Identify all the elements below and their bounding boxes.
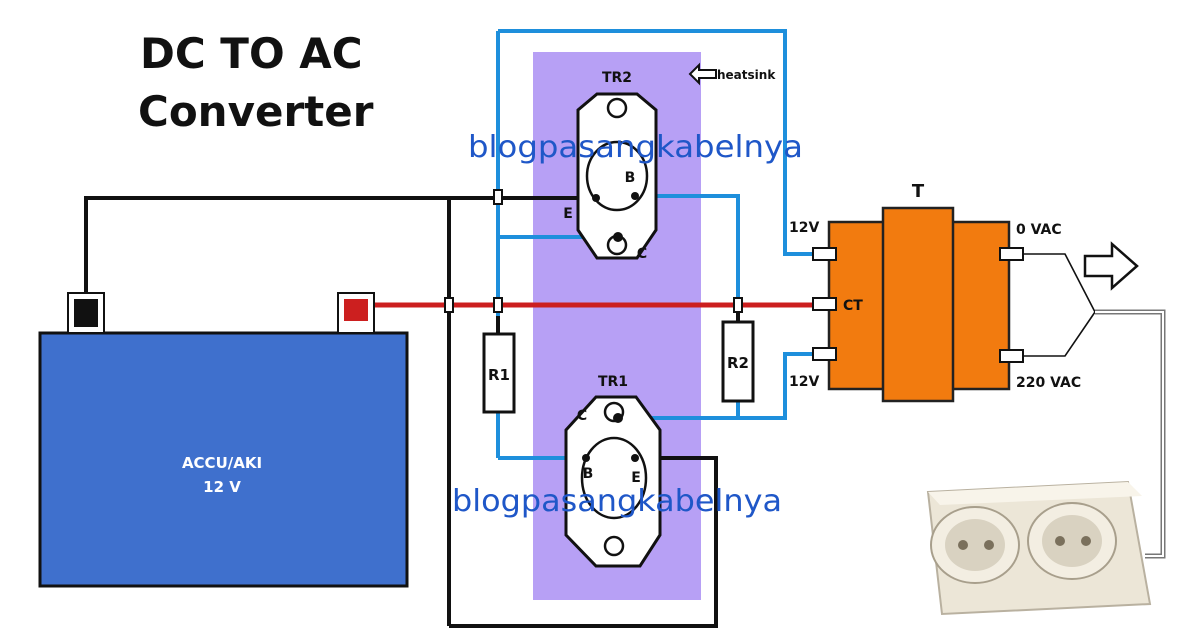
primary-bottom-tab — [812, 347, 837, 361]
tr2-emitter-label: E — [563, 206, 573, 222]
tr1-base-label: B — [583, 466, 594, 482]
tr1-emitter-label: E — [631, 470, 641, 486]
title-line-2: Converter — [138, 87, 374, 136]
right-arrow-icon — [1083, 241, 1139, 291]
black-wires — [84, 196, 718, 628]
secondary-bottom-voltage: 220 VAC — [1016, 375, 1081, 391]
watermark-top: blogpasangkabelnya — [468, 130, 803, 165]
secondary-top-voltage: 0 VAC — [1016, 222, 1062, 238]
transformer: T 12V CT 12V 0 VAC 220 VAC — [789, 181, 1081, 403]
transistor-tr1: TR1 C B E — [564, 374, 662, 568]
left-arrow-icon — [688, 62, 717, 86]
tr1-collector-label: C — [577, 408, 587, 424]
tr2-collector-label: C — [637, 246, 647, 262]
battery: ACCU/AKI 12 V — [38, 292, 409, 588]
tr1-name: TR1 — [598, 374, 628, 390]
primary-top-tab — [812, 247, 837, 261]
secondary-top-tab — [999, 247, 1024, 261]
secondary-bottom-tab — [999, 349, 1024, 363]
tr2-name: TR2 — [602, 70, 632, 86]
resistor-r1: R1 — [482, 316, 516, 414]
battery-label-line-2: 12 V — [203, 478, 241, 496]
center-tap-label: CT — [843, 298, 863, 314]
battery-negative-plug — [74, 299, 98, 327]
tr2-base-label: B — [625, 170, 636, 186]
transistor-tr2: TR2 B E C — [563, 70, 658, 262]
primary-top-voltage: 12V — [789, 220, 819, 236]
primary-bottom-voltage: 12V — [789, 374, 819, 390]
output-wires — [1023, 253, 1096, 357]
title-line-1: DC TO AC — [140, 29, 363, 78]
center-tap-tab — [812, 297, 837, 311]
battery-label-line-1: ACCU/AKI — [182, 454, 262, 472]
double-socket-outlet-icon — [926, 480, 1152, 616]
battery-body — [38, 331, 409, 588]
heatsink-label: heatsink — [717, 68, 776, 82]
r2-label: R2 — [727, 354, 749, 372]
watermark-bottom: blogpasangkabelnya — [452, 484, 782, 519]
r1-label: R1 — [488, 366, 510, 384]
transformer-name: T — [912, 181, 925, 202]
resistor-r2: R2 — [721, 312, 755, 403]
battery-positive-plug — [344, 299, 368, 321]
